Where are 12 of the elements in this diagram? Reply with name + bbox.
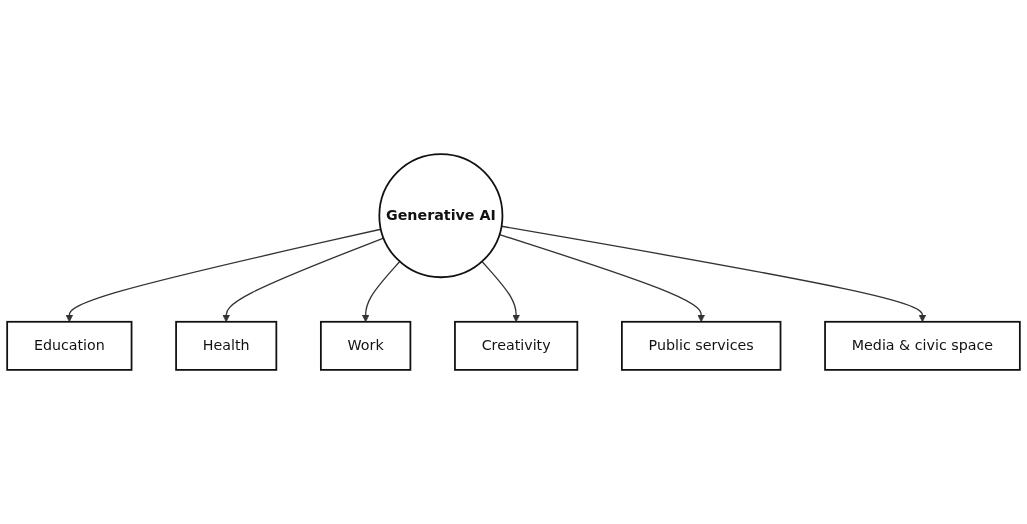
arrow [361, 260, 401, 323]
node-box: Public services [621, 320, 782, 371]
arrow [65, 228, 382, 323]
node-box: Creativity [454, 320, 579, 371]
node-box: Health [175, 320, 278, 371]
node-box: Education [6, 320, 133, 371]
arrow [500, 225, 927, 323]
arrow [481, 260, 521, 323]
node-box: Work [320, 320, 412, 371]
node-box: Media & civic space [824, 320, 1021, 371]
node-circle: Generative AI [378, 153, 504, 279]
arrow [222, 237, 385, 323]
